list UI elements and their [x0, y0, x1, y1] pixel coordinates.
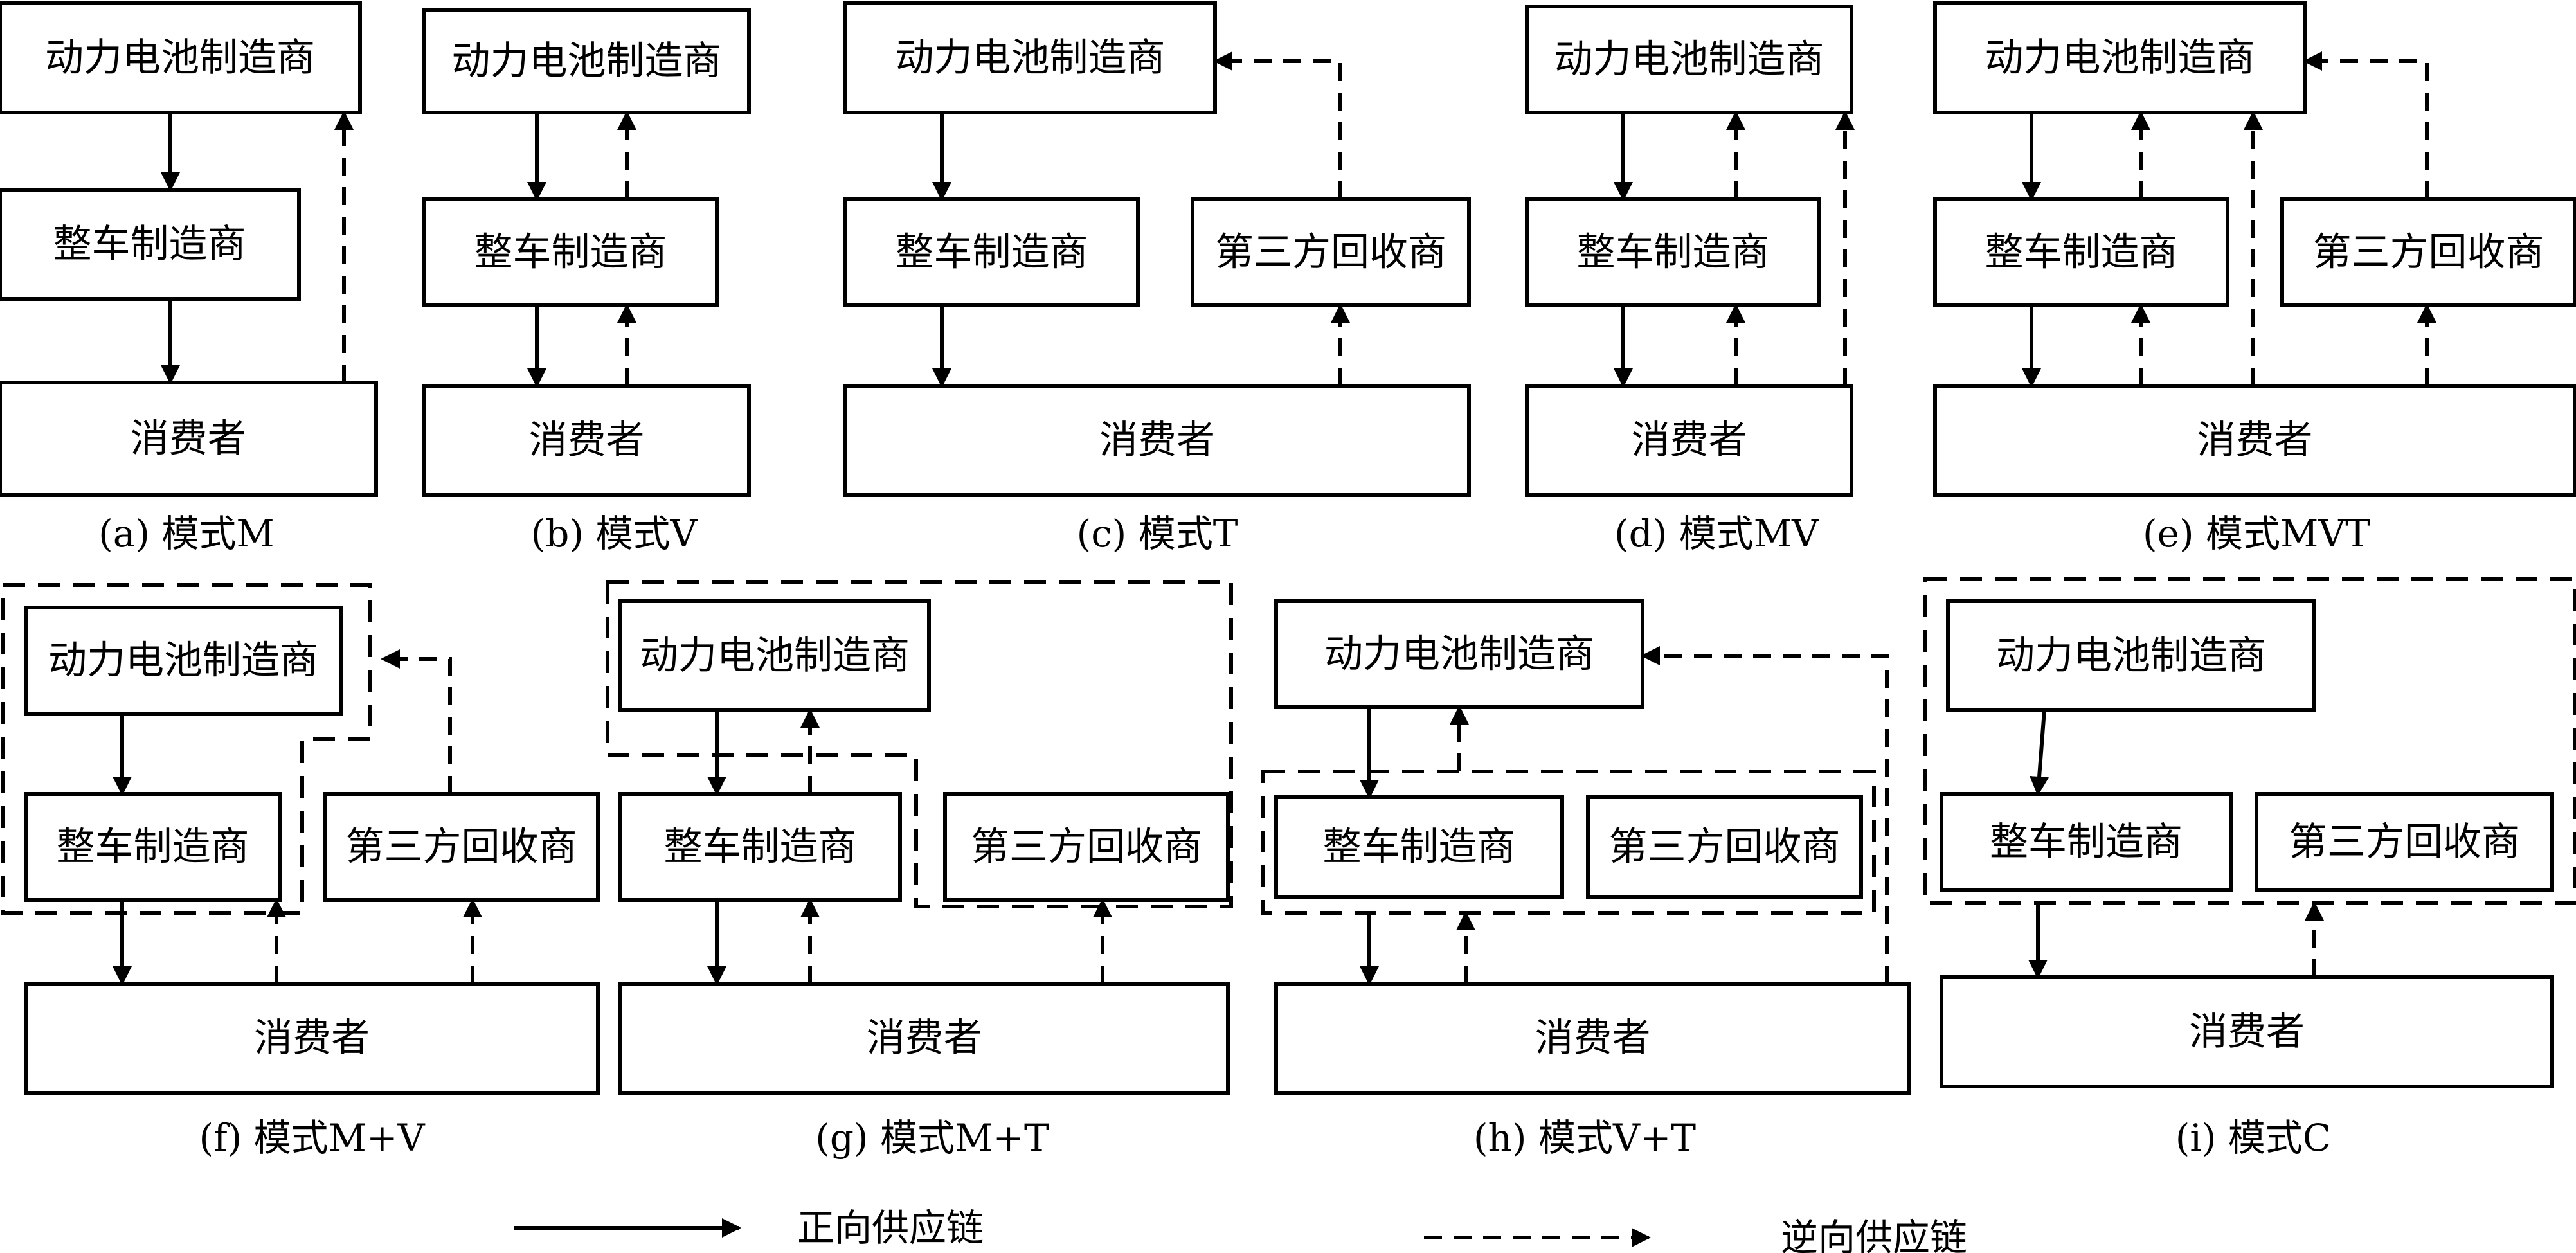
c-vehicle-box-label: 整车制造商 — [896, 230, 1088, 275]
f-third-box: 第三方回收商 — [323, 792, 600, 902]
i-battery-box-label: 动力电池制造商 — [1996, 633, 2266, 678]
e-consumer-box-label: 消费者 — [2197, 418, 2313, 463]
caption-g: (g) 模式M+T — [815, 1116, 1049, 1160]
caption-c: (c) 模式T — [1077, 512, 1238, 555]
e-reverse-arrow — [2303, 51, 2429, 199]
g-consumer-box-label: 消费者 — [867, 1016, 982, 1061]
legend-forward-label: 正向供应链 — [797, 1206, 984, 1250]
b-consumer-box-label: 消费者 — [529, 418, 645, 463]
g-battery-box-label: 动力电池制造商 — [640, 633, 910, 678]
b-consumer-box: 消费者 — [422, 384, 751, 497]
e-vehicle-box-label: 整车制造商 — [1985, 230, 2178, 275]
i-vehicle-box: 整车制造商 — [1940, 792, 2233, 892]
caption-b: (b) 模式V — [531, 512, 698, 555]
f-vehicle-box: 整车制造商 — [24, 792, 282, 902]
f-third-box-label: 第三方回收商 — [346, 825, 577, 870]
h-third-box: 第三方回收商 — [1586, 795, 1863, 899]
d-battery-box-label: 动力电池制造商 — [1554, 37, 1824, 82]
caption-h: (h) 模式V+T — [1473, 1116, 1697, 1160]
e-third-box-label: 第三方回收商 — [2313, 230, 2544, 275]
d-consumer-box: 消费者 — [1525, 384, 1853, 497]
a-vehicle-box: 整车制造商 — [0, 188, 301, 301]
c-consumer-box-label: 消费者 — [1099, 418, 1215, 463]
i-vehicle-box-label: 整车制造商 — [1990, 820, 2183, 865]
d-consumer-box-label: 消费者 — [1632, 418, 1747, 463]
b-battery-box: 动力电池制造商 — [422, 8, 751, 114]
i-forward-arrow — [2030, 710, 2049, 796]
d-battery-box: 动力电池制造商 — [1525, 5, 1853, 114]
caption-a: (a) 模式M — [98, 512, 275, 555]
a-consumer-box-label: 消费者 — [131, 417, 246, 462]
c-consumer-box: 消费者 — [843, 384, 1471, 497]
h-vehicle-box-label: 整车制造商 — [1323, 825, 1516, 870]
f-battery-box: 动力电池制造商 — [24, 606, 343, 716]
a-consumer-box: 消费者 — [0, 381, 378, 497]
i-consumer-box: 消费者 — [1940, 975, 2554, 1088]
i-third-box-label: 第三方回收商 — [2289, 820, 2520, 865]
g-battery-box: 动力电池制造商 — [618, 599, 931, 712]
h-third-box-label: 第三方回收商 — [1609, 825, 1841, 870]
caption-e: (e) 模式MVT — [2143, 512, 2370, 555]
e-vehicle-box: 整车制造商 — [1933, 197, 2229, 307]
g-vehicle-box: 整车制造商 — [618, 792, 902, 902]
g-vehicle-box-label: 整车制造商 — [664, 825, 857, 870]
i-battery-box: 动力电池制造商 — [1946, 599, 2316, 712]
g-consumer-box: 消费者 — [618, 982, 1230, 1095]
caption-f: (f) 模式M+V — [199, 1116, 425, 1160]
a-battery-box: 动力电池制造商 — [0, 1, 362, 114]
c-reverse-arrow — [1213, 51, 1342, 199]
g-third-box-label: 第三方回收商 — [971, 825, 1202, 870]
g-third-box: 第三方回收商 — [943, 792, 1230, 902]
a-battery-box-label: 动力电池制造商 — [45, 35, 315, 80]
c-third-box-label: 第三方回收商 — [1215, 230, 1446, 275]
e-consumer-box: 消费者 — [1933, 384, 2576, 497]
h-reverse-arrow — [1641, 646, 1889, 984]
legend-reverse-label: 逆向供应链 — [1781, 1216, 1967, 1253]
h-consumer-box: 消费者 — [1274, 982, 1911, 1095]
c-third-box: 第三方回收商 — [1191, 197, 1471, 307]
f-reverse-arrow — [381, 649, 452, 794]
e-battery-box-label: 动力电池制造商 — [1985, 35, 2255, 80]
h-battery-box: 动力电池制造商 — [1274, 599, 1644, 709]
f-vehicle-box-label: 整车制造商 — [57, 825, 249, 870]
i-alliance-outline — [1923, 577, 2576, 905]
f-consumer-box-label: 消费者 — [254, 1016, 370, 1061]
b-battery-box-label: 动力电池制造商 — [452, 39, 722, 84]
f-battery-box-label: 动力电池制造商 — [48, 638, 318, 683]
c-battery-box-label: 动力电池制造商 — [896, 35, 1166, 80]
f-alliance-outline — [1, 583, 372, 915]
i-third-box: 第三方回收商 — [2255, 792, 2554, 892]
c-battery-box: 动力电池制造商 — [843, 1, 1217, 114]
f-consumer-box: 消费者 — [24, 982, 600, 1095]
e-third-box: 第三方回收商 — [2280, 197, 2576, 307]
h-battery-box-label: 动力电池制造商 — [1324, 632, 1594, 677]
e-battery-box: 动力电池制造商 — [1933, 1, 2307, 114]
d-vehicle-box-label: 整车制造商 — [1577, 230, 1770, 275]
h-vehicle-box: 整车制造商 — [1274, 795, 1564, 899]
d-vehicle-box: 整车制造商 — [1525, 197, 1821, 307]
h-consumer-box-label: 消费者 — [1535, 1016, 1651, 1061]
b-vehicle-box: 整车制造商 — [422, 197, 719, 307]
i-consumer-box-label: 消费者 — [2189, 1009, 2305, 1054]
h-alliance-outline — [1261, 770, 1876, 915]
a-vehicle-box-label: 整车制造商 — [53, 222, 246, 267]
c-vehicle-box: 整车制造商 — [843, 197, 1140, 307]
caption-i: (i) 模式C — [2175, 1116, 2332, 1160]
b-vehicle-box-label: 整车制造商 — [474, 230, 667, 275]
g-alliance-outline — [606, 580, 1233, 908]
caption-d: (d) 模式MV — [1614, 512, 1819, 555]
